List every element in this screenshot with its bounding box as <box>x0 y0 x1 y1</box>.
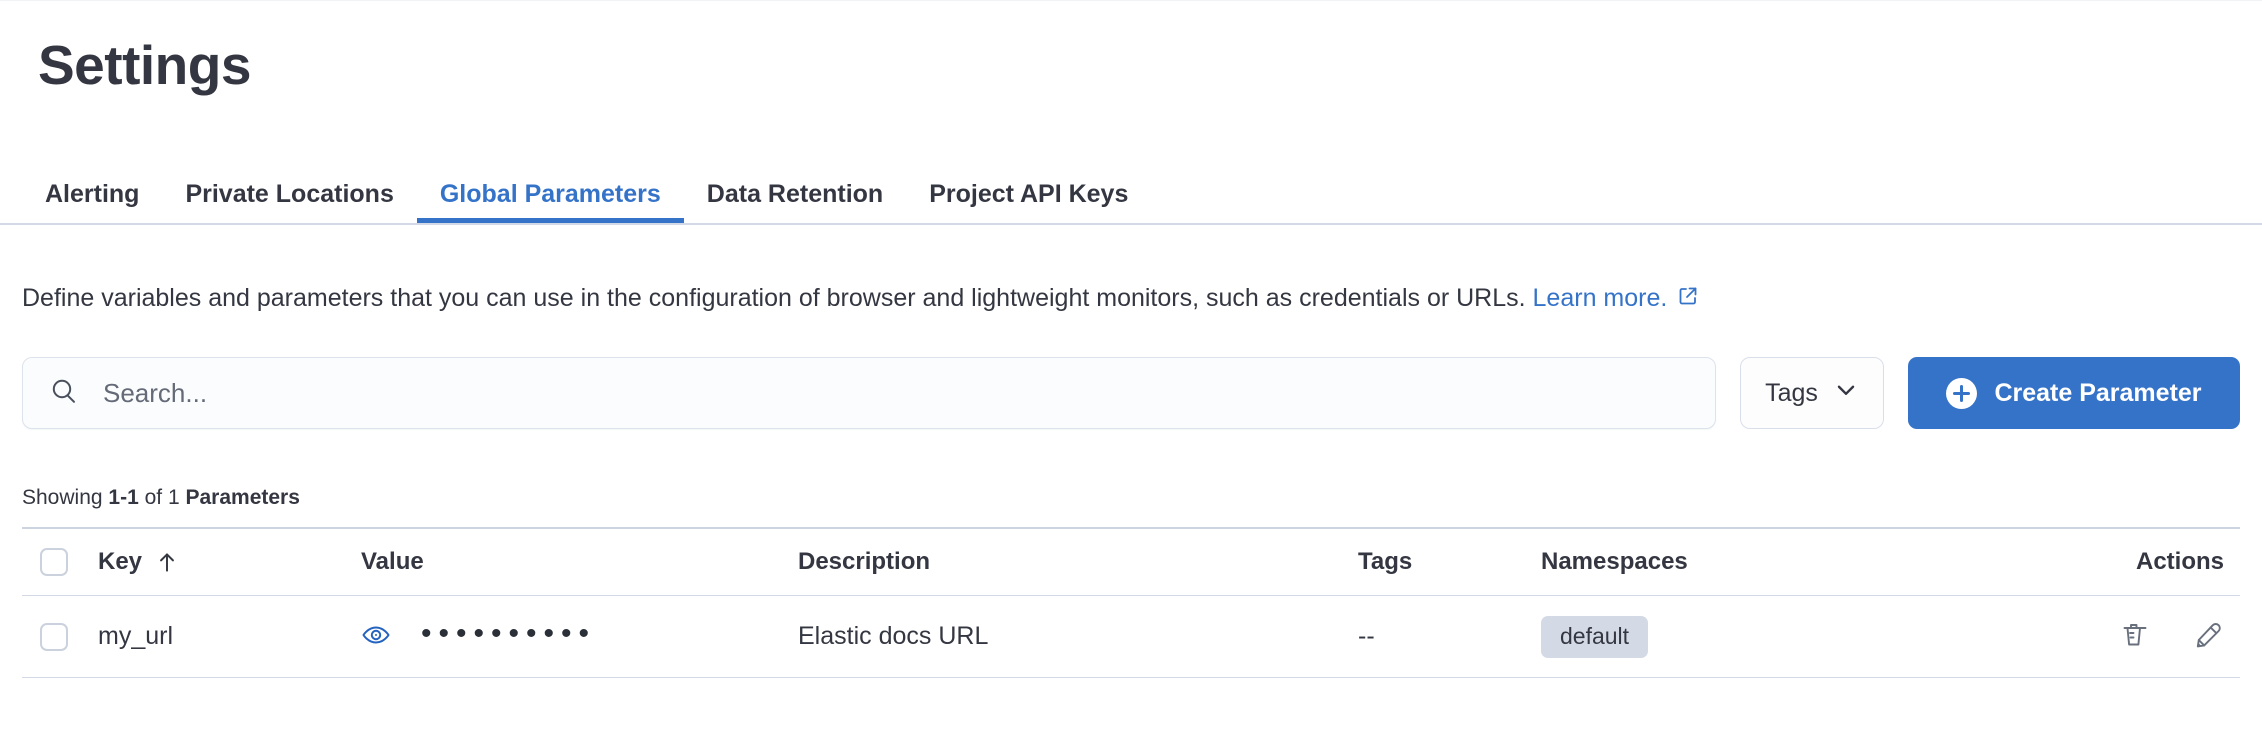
table-row: my_url •••••••••• Elastic docs URL -- de… <box>22 596 2240 678</box>
delete-parameter-button[interactable] <box>2120 620 2150 653</box>
summary-of: of 1 <box>144 486 180 509</box>
external-link-icon <box>1676 277 1700 324</box>
masked-value: •••••••••• <box>421 616 597 650</box>
settings-tabs: Alerting Private Locations Global Parame… <box>0 157 2262 225</box>
tab-project-api-keys[interactable]: Project API Keys <box>929 180 1129 208</box>
summary-showing: Showing <box>22 486 103 509</box>
param-key: my_url <box>98 622 174 650</box>
parameters-toolbar: Tags Create Parameter <box>22 357 2240 429</box>
sort-ascending-icon <box>154 549 180 575</box>
tags-filter-button[interactable]: Tags <box>1740 357 1884 429</box>
summary-entity: Parameters <box>185 486 300 509</box>
tags-filter-label: Tags <box>1765 378 1818 407</box>
learn-more-link[interactable]: Learn more. <box>1533 284 1701 312</box>
tab-private-locations[interactable]: Private Locations <box>185 180 394 208</box>
param-description-cell: Elastic docs URL <box>785 622 1345 651</box>
parameters-table: Key Value Description Tags Namespaces Ac… <box>22 527 2240 678</box>
param-tags: -- <box>1358 622 1375 650</box>
column-header-namespaces[interactable]: Namespaces <box>1541 548 1688 575</box>
create-parameter-button[interactable]: Create Parameter <box>1908 357 2240 429</box>
summary-range: 1-1 <box>108 486 139 509</box>
tab-data-retention[interactable]: Data Retention <box>706 180 884 208</box>
search-input[interactable] <box>101 376 1715 410</box>
tab-global-parameters[interactable]: Global Parameters <box>417 157 684 223</box>
column-header-tags[interactable]: Tags <box>1358 548 1413 575</box>
pencil-icon <box>2194 620 2224 653</box>
reveal-value-button[interactable] <box>361 620 391 653</box>
param-description: Elastic docs URL <box>798 622 989 650</box>
param-key-cell: my_url <box>85 622 348 651</box>
plus-in-circle-icon <box>1946 377 1978 409</box>
namespace-badge: default <box>1541 615 1649 658</box>
param-value-cell: •••••••••• <box>348 616 785 654</box>
page-title: Settings <box>38 34 251 96</box>
column-header-key[interactable]: Key <box>85 548 348 576</box>
create-parameter-label: Create Parameter <box>1994 378 2202 407</box>
search-box[interactable] <box>22 357 1716 429</box>
row-checkbox[interactable] <box>40 622 68 651</box>
results-summary: Showing 1-1 of 1 Parameters <box>22 486 2262 510</box>
param-namespaces-cell: default <box>1528 615 2012 658</box>
select-all-checkbox[interactable] <box>40 548 68 576</box>
table-header-row: Key Value Description Tags Namespaces Ac… <box>22 529 2240 596</box>
chevron-down-icon <box>1833 377 1859 410</box>
trash-icon <box>2120 620 2150 653</box>
column-header-value[interactable]: Value <box>361 548 424 575</box>
page-description: Define variables and parameters that you… <box>22 275 2240 324</box>
column-header-actions: Actions <box>2135 548 2224 575</box>
column-header-description[interactable]: Description <box>798 548 931 575</box>
description-text: Define variables and parameters that you… <box>22 284 1526 312</box>
edit-parameter-button[interactable] <box>2194 620 2224 653</box>
search-icon <box>49 376 79 411</box>
param-tags-cell: -- <box>1345 622 1528 651</box>
tab-alerting[interactable]: Alerting <box>45 180 140 208</box>
eye-icon <box>361 620 391 653</box>
param-actions-cell <box>2012 620 2240 653</box>
